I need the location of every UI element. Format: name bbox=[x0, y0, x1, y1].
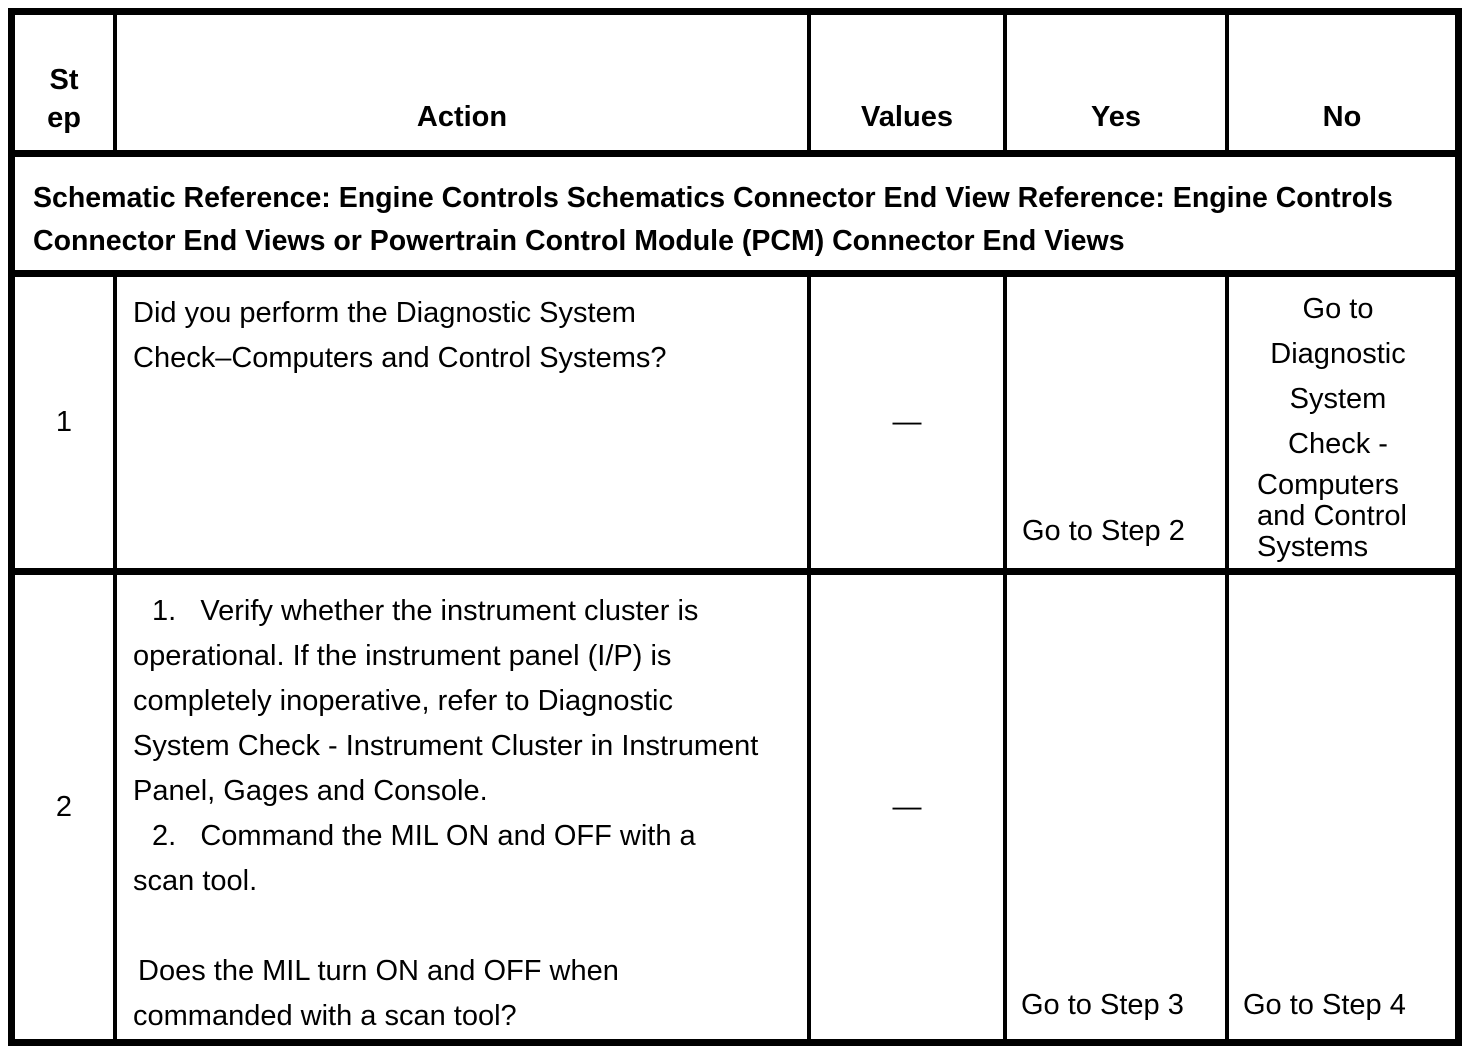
table-row-step-1: 1 Did you perform the Diagnostic System … bbox=[15, 277, 1455, 575]
no-goto-line: Diagnostic bbox=[1270, 338, 1406, 370]
no-goto-line: Computers bbox=[1257, 469, 1399, 501]
action-line: operational. If the instrument panel (I/… bbox=[133, 640, 672, 672]
action-question-line: Does the MIL turn ON and OFF when bbox=[138, 955, 619, 987]
no-goto-block-continued: Computers and Control Systems bbox=[1229, 470, 1447, 563]
action-line: scan tool. bbox=[133, 865, 258, 897]
action-cell: 1. Verify whether the instrument cluster… bbox=[117, 575, 811, 1039]
schematic-reference-row: Schematic Reference: Engine Controls Sch… bbox=[15, 157, 1455, 277]
schematic-reference-line1: Schematic Reference: Engine Controls Sch… bbox=[33, 182, 1393, 214]
no-goto-line: and Control bbox=[1257, 500, 1407, 532]
action-blank-line bbox=[133, 904, 795, 949]
column-header-step: St ep bbox=[15, 15, 117, 150]
no-goto-line: Systems bbox=[1257, 531, 1369, 563]
step-number-cell: 1 bbox=[15, 277, 117, 568]
table-row-step-2: 2 1. Verify whether the instrument clust… bbox=[15, 575, 1455, 1039]
table-header-row: St ep Action Values Yes No bbox=[15, 15, 1455, 157]
schematic-reference-line2: Connector End Views or Powertrain Contro… bbox=[33, 225, 1125, 257]
column-header-no: No bbox=[1322, 101, 1362, 133]
yes-cell: Go to Step 2 bbox=[1007, 277, 1229, 568]
no-goto-line: System bbox=[1289, 383, 1387, 415]
column-header-yes: Yes bbox=[1007, 15, 1229, 150]
yes-goto-text: Go to Step 3 bbox=[1021, 989, 1184, 1021]
no-goto-line: Go to bbox=[1302, 293, 1374, 325]
action-question-line: commanded with a scan tool? bbox=[133, 1000, 517, 1032]
values-cell: — bbox=[811, 277, 1007, 568]
action-line: Panel, Gages and Console. bbox=[133, 775, 488, 807]
action-list-item-1: 1. Verify whether the instrument cluster… bbox=[152, 595, 699, 627]
no-cell: Go to Step 4 bbox=[1229, 575, 1455, 1039]
no-goto-line: Check - bbox=[1288, 428, 1388, 460]
yes-cell: Go to Step 3 bbox=[1007, 575, 1229, 1039]
step-number-cell: 2 bbox=[15, 575, 117, 1039]
no-goto-block: Go to Diagnostic System Check - bbox=[1229, 287, 1447, 467]
step-header-line1: St bbox=[49, 64, 79, 96]
step-header-text: St ep bbox=[47, 61, 81, 137]
column-header-action: Action bbox=[117, 15, 811, 150]
action-line: System Check - Instrument Cluster in Ins… bbox=[133, 730, 759, 762]
step-header-line2: ep bbox=[47, 102, 81, 134]
action-list-item-2: 2. Command the MIL ON and OFF with a bbox=[152, 820, 696, 852]
values-cell: — bbox=[811, 575, 1007, 1039]
no-goto-text: Go to Step 4 bbox=[1243, 989, 1406, 1021]
diagnostic-steps-table: St ep Action Values Yes No Schematic Ref… bbox=[8, 8, 1462, 1046]
action-line: Did you perform the Diagnostic System bbox=[133, 297, 636, 329]
column-header-values: Values bbox=[811, 15, 1007, 150]
no-cell: Go to Diagnostic System Check - Computer… bbox=[1229, 277, 1455, 568]
action-line: Check–Computers and Control Systems? bbox=[133, 342, 667, 374]
action-cell: Did you perform the Diagnostic System Ch… bbox=[117, 277, 811, 568]
yes-goto-text: Go to Step 2 bbox=[1022, 515, 1185, 547]
action-line: completely inoperative, refer to Diagnos… bbox=[133, 685, 673, 717]
schematic-reference-cell: Schematic Reference: Engine Controls Sch… bbox=[15, 157, 1455, 270]
